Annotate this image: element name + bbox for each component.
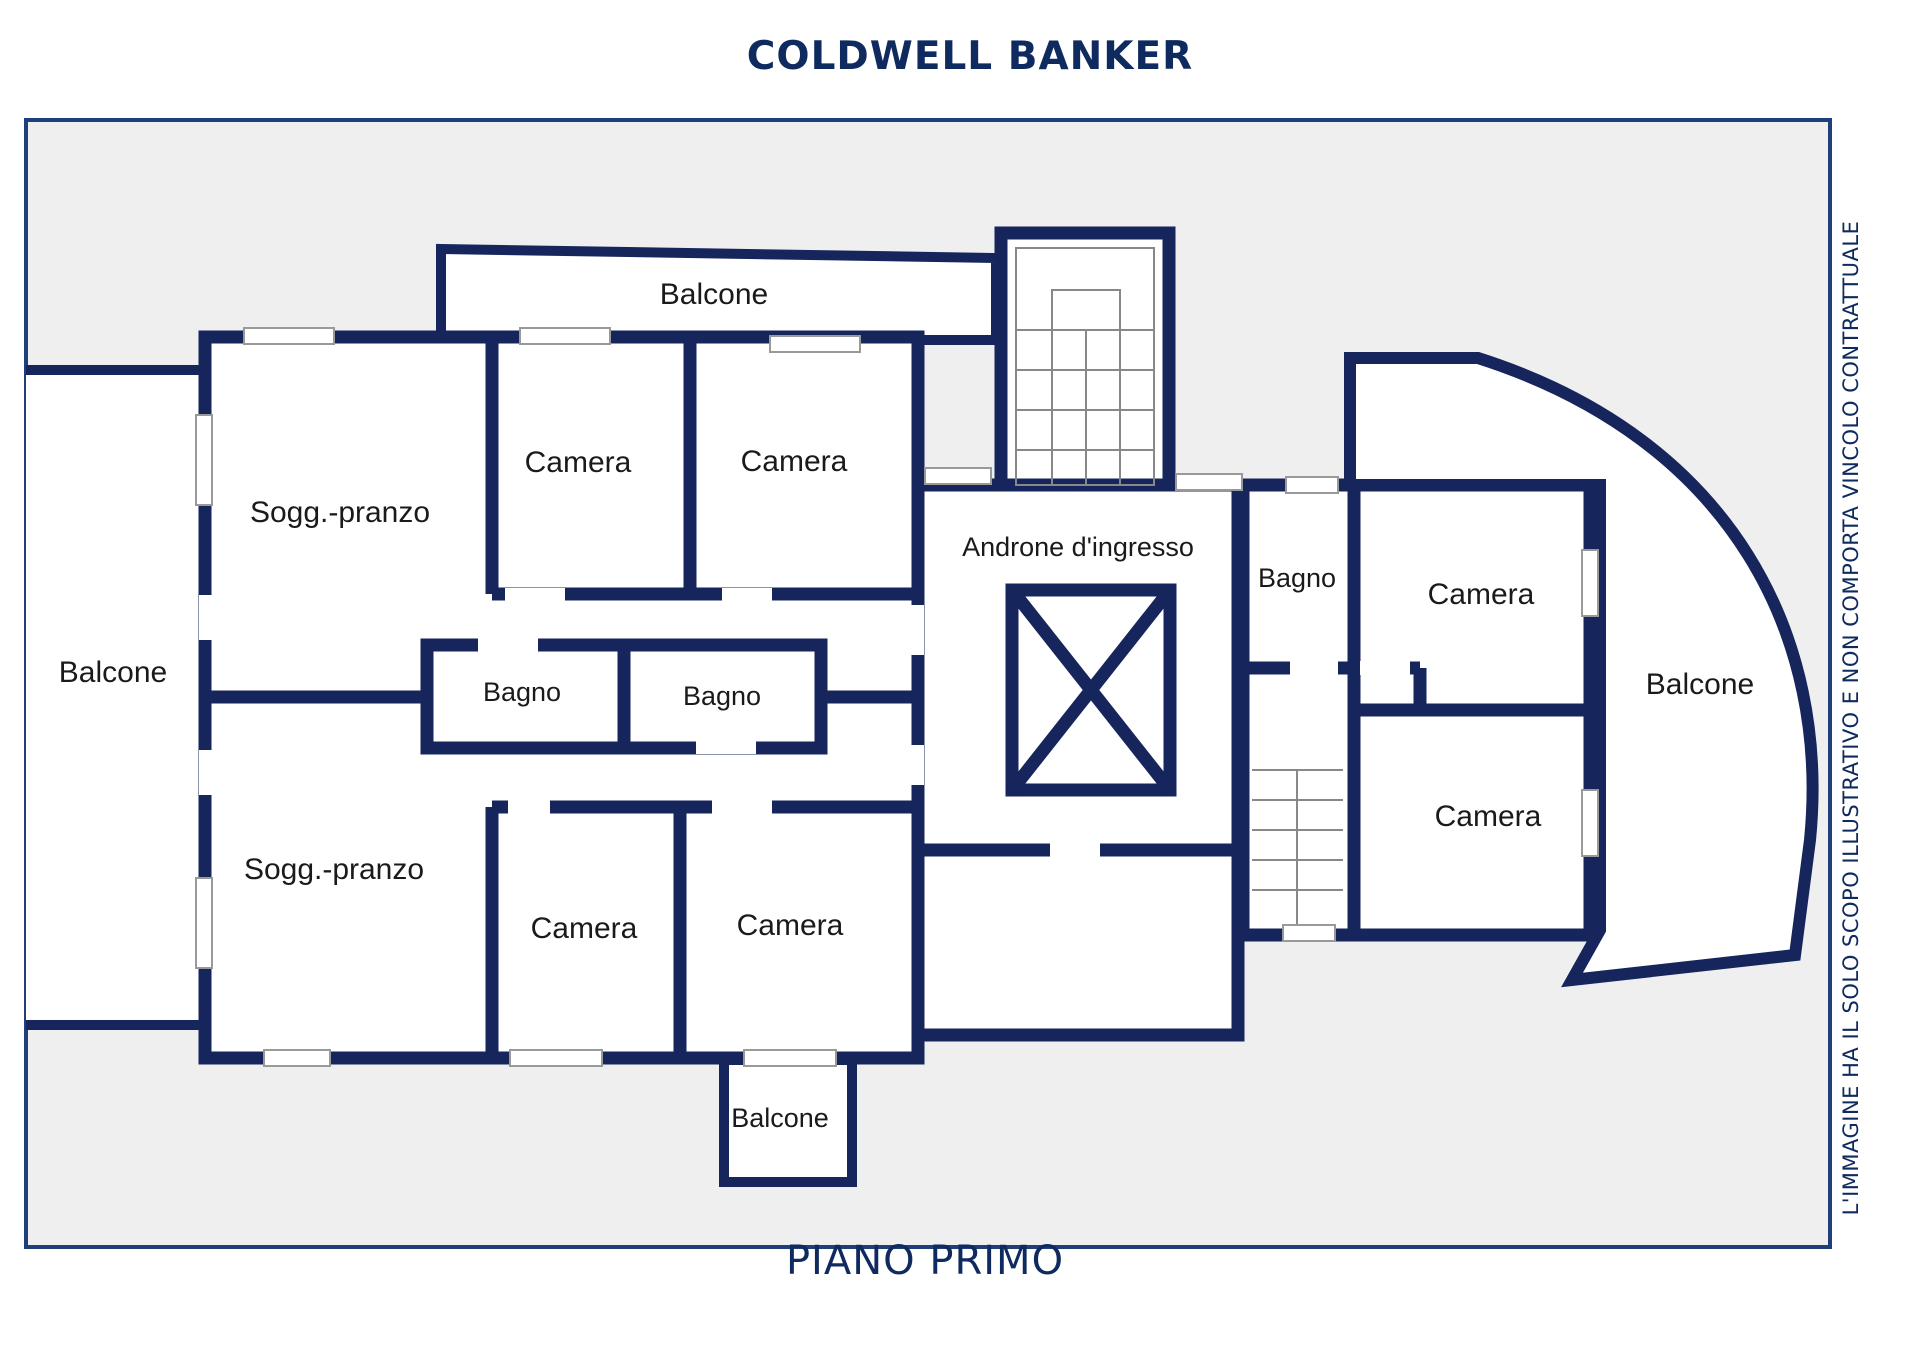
balcony-bottom <box>719 1055 857 1187</box>
label-androne: Androne d'ingresso <box>962 532 1194 562</box>
label-camera-top-2: Camera <box>741 445 848 478</box>
disclaimer-text: L'IMMAGINE HA IL SOLO SCOPO ILLUSTRATIVO… <box>1839 220 1863 1216</box>
label-balcone-right: Balcone <box>1646 668 1754 701</box>
elevator-shaft <box>1005 583 1177 797</box>
label-bagno-2: Bagno <box>683 681 761 711</box>
hall-lower <box>911 843 1245 1042</box>
label-camera-top-1: Camera <box>525 446 632 479</box>
label-camera-bottom-1: Camera <box>531 912 638 945</box>
label-camera-right-1: Camera <box>1428 578 1535 611</box>
label-camera-right-2: Camera <box>1435 800 1542 833</box>
stairs-service <box>1252 769 1343 925</box>
label-soggiorno-top: Sogg.-pranzo <box>250 496 430 529</box>
balcony-left <box>26 365 210 1030</box>
brand-logo: COLDWELL BANKER <box>746 34 1194 79</box>
label-balcone-bottom: Balcone <box>731 1103 829 1133</box>
right-service <box>1236 478 1361 942</box>
label-bagno-1: Bagno <box>483 677 561 707</box>
label-balcone-left: Balcone <box>59 656 167 689</box>
label-balcone-top: Balcone <box>660 278 768 311</box>
windows <box>195 327 1599 1067</box>
floor-title: PIANO PRIMO <box>785 1238 1065 1284</box>
label-soggiorno-bottom: Sogg.-pranzo <box>244 853 424 886</box>
label-bagno-3: Bagno <box>1258 563 1336 593</box>
stairs-main <box>1015 247 1155 486</box>
balcony-right <box>1344 352 1819 988</box>
label-camera-bottom-2: Camera <box>737 909 844 942</box>
doors <box>199 588 1414 857</box>
